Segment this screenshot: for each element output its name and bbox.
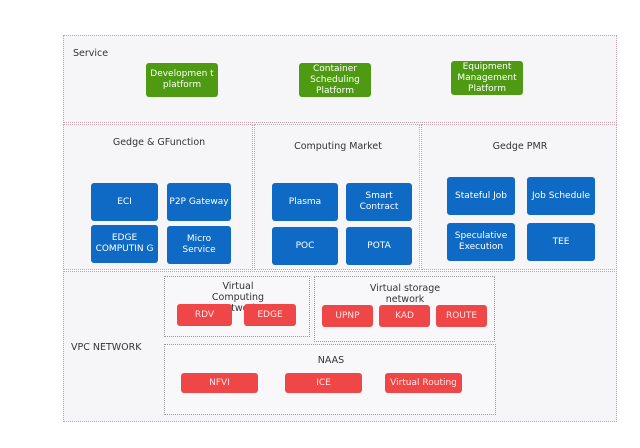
- tee-box: TEE: [527, 223, 595, 261]
- edge-computing-box: EDGE COMPUTIN G: [91, 225, 158, 263]
- gedge-gfunction-panel: Gedge & GFunction ECI P2P Gateway EDGE C…: [63, 124, 253, 270]
- eci-box: ECI: [91, 183, 158, 221]
- vpc-network-title: VPC NETWORK: [71, 342, 142, 353]
- service-title: Service: [73, 48, 109, 59]
- computing-market-panel: Computing Market Plasma Smart Contract P…: [254, 124, 420, 270]
- virtual-computing-network-panel: Virtual Computing Network RDV EDGE: [164, 276, 310, 337]
- nfvi-box: NFVI: [181, 373, 258, 393]
- gedge-pmr-panel: Gedge PMR Stateful Job Job Schedule Spec…: [421, 124, 617, 270]
- smart-contract-box: Smart Contract: [346, 183, 412, 221]
- rdv-box: RDV: [177, 304, 232, 326]
- plasma-box: Plasma: [272, 183, 338, 221]
- ice-box: ICE: [285, 373, 362, 393]
- speculative-execution-box: Speculative Execution: [447, 223, 515, 261]
- job-schedule-box: Job Schedule: [527, 177, 595, 215]
- vpc-network-panel: VPC NETWORK Virtual Computing Network RD…: [63, 271, 617, 422]
- route-box: ROUTE: [436, 305, 487, 327]
- naas-panel: NAAS NFVI ICE Virtual Routing: [164, 344, 496, 415]
- stateful-job-box: Stateful Job: [447, 177, 515, 215]
- equipment-management-platform-box: Equipment Management Platform: [451, 61, 523, 95]
- kad-box: KAD: [379, 305, 430, 327]
- pota-box: POTA: [346, 227, 412, 265]
- computing-market-title: Computing Market: [294, 141, 382, 152]
- p2p-gateway-box: P2P Gateway: [167, 183, 231, 221]
- gedge-gfunction-title: Gedge & GFunction: [112, 137, 206, 148]
- virtual-storage-network-panel: Virtual storage network UPNP KAD ROUTE: [314, 276, 495, 342]
- service-panel: Service Developmen t platform Container …: [63, 35, 617, 123]
- virtual-routing-box: Virtual Routing: [385, 373, 462, 393]
- upnp-box: UPNP: [322, 305, 373, 327]
- micro-service-box: Micro Service: [167, 226, 231, 264]
- gedge-pmr-title: Gedge PMR: [492, 141, 548, 152]
- virtual-computing-network-title: Virtual Computing Network: [211, 281, 265, 314]
- virtual-storage-network-title: Virtual storage network: [369, 283, 441, 305]
- container-scheduling-platform-box: Container Scheduling Platform: [299, 63, 371, 97]
- edge-box: EDGE: [244, 304, 296, 326]
- poc-box: POC: [272, 227, 338, 265]
- development-platform-box: Developmen t platform: [146, 63, 218, 97]
- naas-title: NAAS: [317, 355, 345, 366]
